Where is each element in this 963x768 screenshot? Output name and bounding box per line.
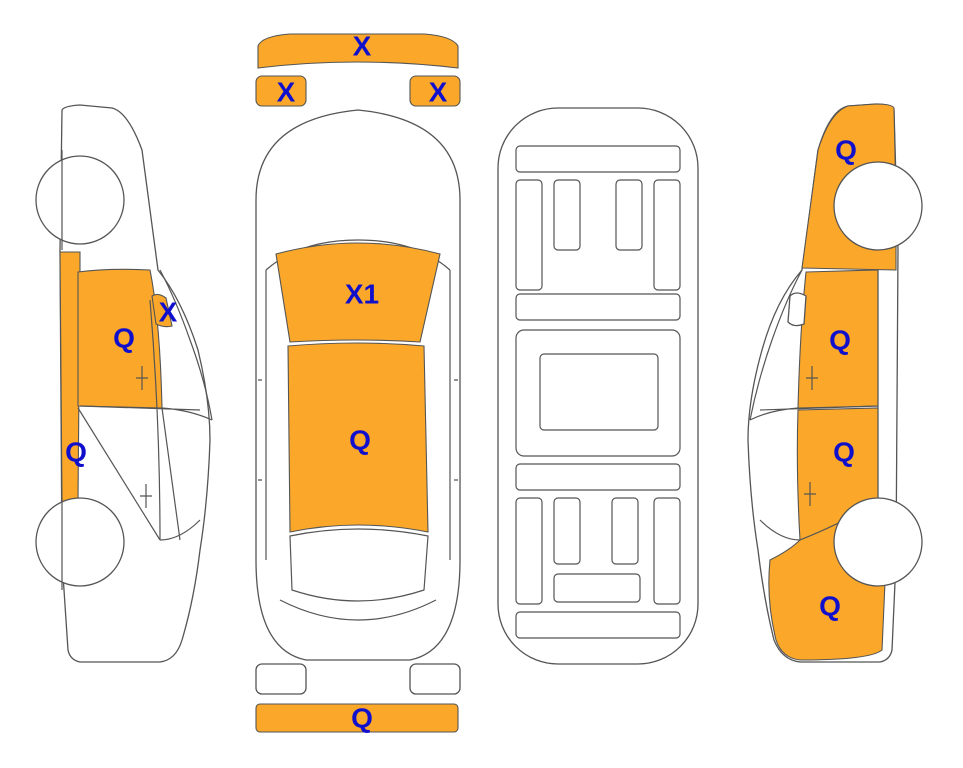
right-rear-door-label: Q	[829, 325, 851, 356]
roof-label: Q	[349, 425, 371, 456]
left-rocker-label: Q	[65, 437, 87, 468]
underbody-view	[497, 107, 699, 665]
left-quarter-label: X	[159, 297, 178, 328]
front-bumper-panel[interactable]	[257, 33, 459, 69]
left-door-lines	[77, 269, 213, 541]
right-rear-wheel	[833, 161, 923, 251]
left-handle-2	[140, 484, 152, 508]
windshield-panel[interactable]	[275, 242, 441, 343]
left-front-wheel	[35, 497, 125, 587]
left-rear-wheel	[35, 155, 125, 245]
top-view	[255, 33, 461, 733]
windshield-label: X1	[345, 279, 379, 310]
right-taillight	[409, 663, 461, 695]
rear-bumper-panel[interactable]	[255, 703, 459, 733]
underbody-outline	[497, 107, 699, 665]
right-side-view	[747, 103, 923, 663]
right-front-door-label: Q	[833, 437, 855, 468]
left-handle-1	[136, 366, 148, 390]
right-rear-quarter-label: Q	[835, 135, 857, 166]
front-bumper-label: X	[353, 31, 372, 62]
rear-window	[289, 528, 429, 602]
right-headlight-panel[interactable]	[409, 75, 461, 107]
rear-bumper-label: Q	[351, 703, 373, 734]
right-headlight-label: X	[429, 77, 448, 108]
damage-labels: X X X X1 Q Q Q X Q Q Q Q Q	[65, 31, 857, 734]
right-front-wheel	[833, 497, 923, 587]
left-side-view	[35, 104, 213, 663]
left-headlight-panel[interactable]	[255, 75, 307, 107]
left-quarter-window-panel[interactable]	[151, 293, 173, 328]
top-body-inner	[258, 239, 458, 621]
left-taillight	[255, 663, 307, 695]
right-door-lines	[749, 269, 879, 541]
right-front-fender-label: Q	[819, 591, 841, 622]
underbody-parts	[515, 145, 681, 639]
left-rear-door-panel[interactable]	[77, 268, 163, 409]
right-handle-1	[806, 366, 818, 390]
roof-panel[interactable]	[287, 342, 429, 533]
right-quarter-window	[787, 292, 807, 327]
left-headlight-label: X	[277, 77, 296, 108]
right-handle-2	[804, 482, 816, 506]
left-rear-door-label: Q	[113, 323, 135, 354]
